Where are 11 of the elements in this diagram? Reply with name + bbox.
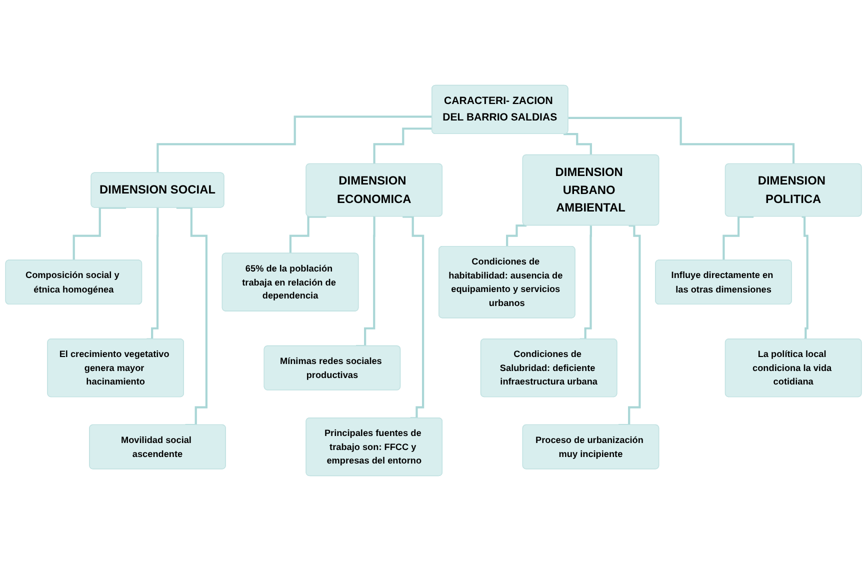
connector [722, 216, 754, 262]
connector [176, 206, 208, 426]
connector [564, 132, 592, 156]
connector [402, 216, 424, 420]
connector [373, 128, 432, 166]
connector [568, 116, 795, 166]
connector [289, 216, 326, 255]
connector [802, 216, 808, 340]
connector [156, 116, 432, 174]
connector [506, 224, 527, 248]
connector [72, 206, 126, 262]
